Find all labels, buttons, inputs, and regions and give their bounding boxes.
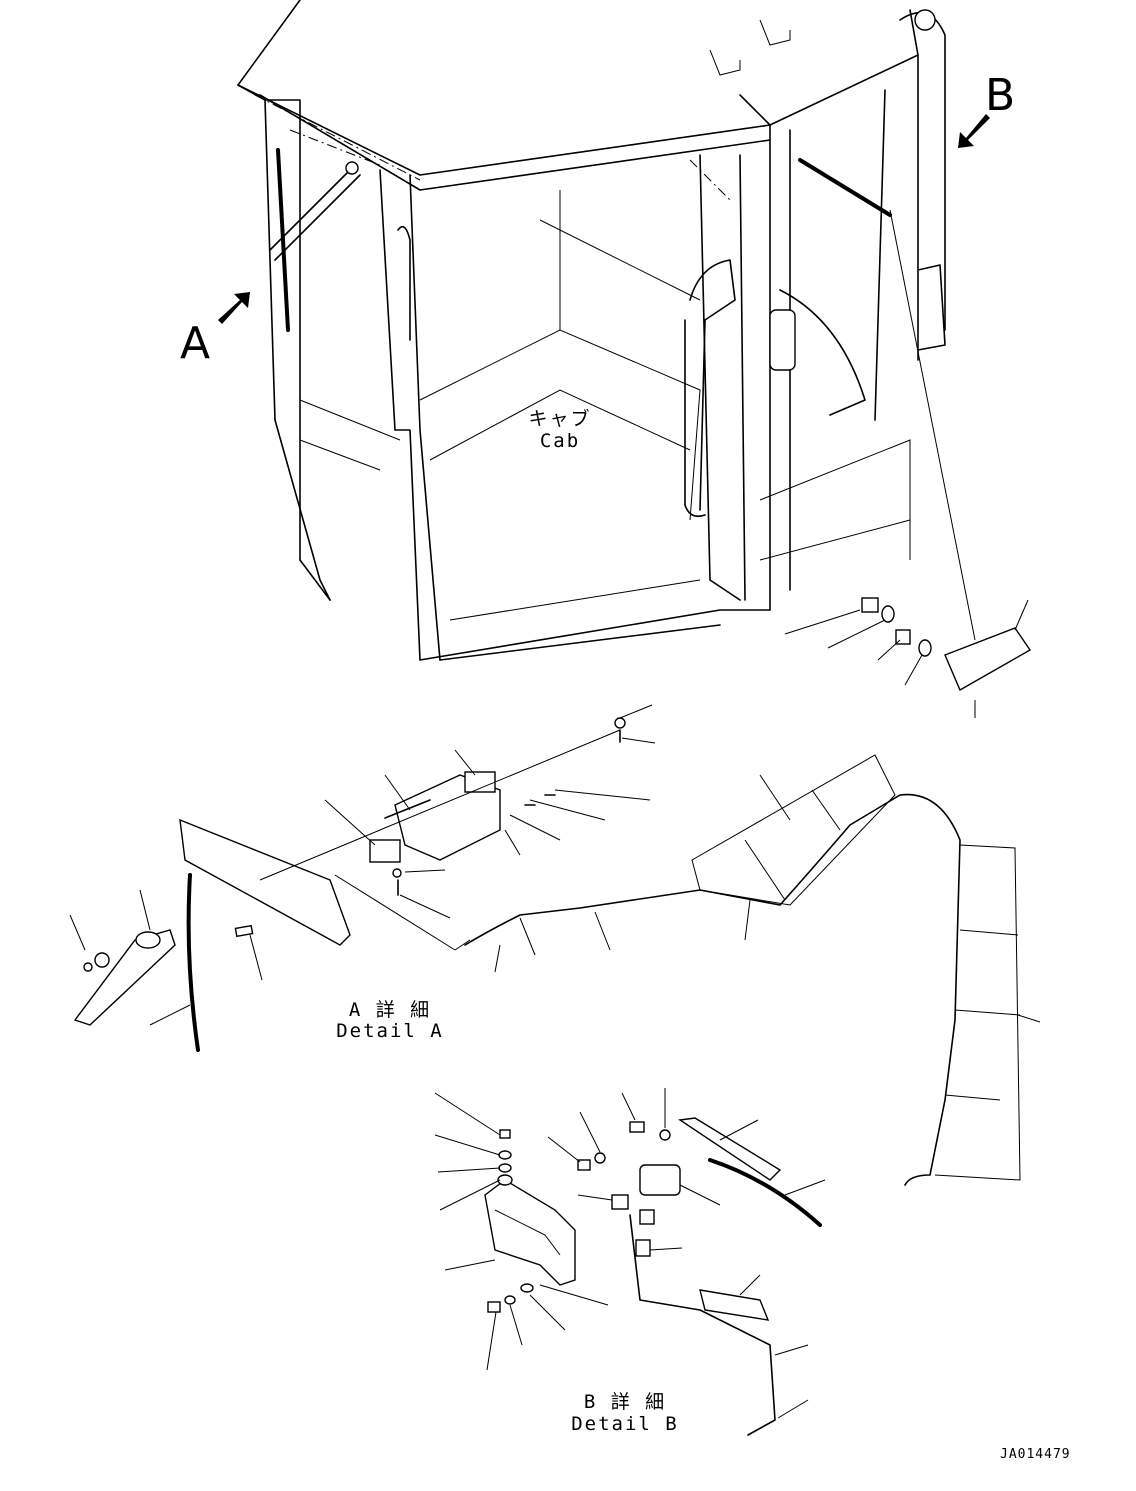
cab-label-ja: キャブ [528,408,592,430]
detail-a-label-ja: A 詳 細 [348,999,432,1021]
cab-label-en: Cab [539,430,581,452]
detail-b-label-ja: B 詳 細 [583,1391,667,1413]
view-label-b: B [985,70,1016,121]
detail-b-label-en: Detail B [571,1413,679,1435]
view-arrows [218,114,990,324]
arrow-a-icon [218,292,250,324]
cab-frame [237,0,946,661]
arrow-b-icon [958,114,990,148]
detail-a-drawing [69,704,656,1052]
view-label-a: A [180,318,211,369]
drawing-id: JA014479 [1000,1447,1071,1462]
detail-a-label-en: Detail A [336,1020,444,1042]
detail-b-drawing [434,1088,826,1436]
wire-harness [464,754,1041,1186]
cab-hardware [784,209,1032,718]
